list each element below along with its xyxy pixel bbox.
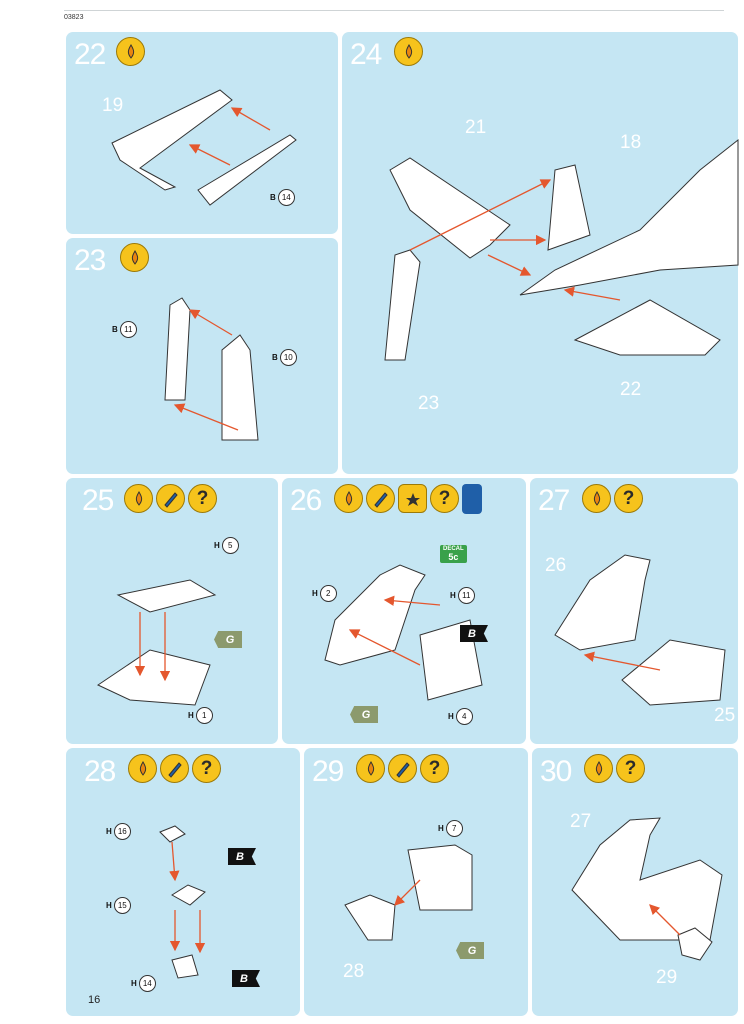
step-29-number: 29 (312, 755, 344, 788)
step-22-icons (116, 37, 145, 66)
step-28-icons: ? (128, 754, 221, 783)
fuselage-part-18 (519, 138, 739, 296)
glue-icon (394, 37, 423, 66)
cockpit-assembly-27 (571, 817, 723, 941)
question-icon: ? (616, 754, 645, 783)
paint-flag-g: G (214, 631, 242, 648)
label-27: 27 (570, 811, 592, 832)
floor-part-1 (96, 649, 211, 706)
label-23: 23 (418, 393, 440, 414)
seat-part-15 (171, 884, 206, 906)
step-30-number: 30 (540, 755, 572, 788)
step-23-number: 23 (74, 244, 106, 277)
question-icon: ? (614, 484, 643, 513)
glue-icon (584, 754, 613, 783)
question-icon: ? (188, 484, 217, 513)
tailplane-part-22 (573, 299, 721, 356)
glue-icon (582, 484, 611, 513)
panel-assembly-25 (621, 639, 726, 706)
step-25-number: 25 (82, 484, 114, 517)
glue-icon (116, 37, 145, 66)
seat-assembly-29 (677, 927, 713, 961)
paint-icon (388, 754, 417, 783)
paint-icon (160, 754, 189, 783)
aileron-part-14 (197, 134, 297, 206)
rudder-part-10 (221, 334, 259, 441)
paint-flag-g: G (456, 942, 484, 959)
paint-flag-b: B (232, 970, 260, 987)
vertical-fin (547, 164, 591, 251)
seat-part-16 (159, 825, 186, 843)
seat-part-14 (171, 954, 199, 979)
bulkhead-part-7 (407, 844, 473, 911)
step-30-icons: ? (584, 754, 645, 783)
step-22-number: 22 (74, 38, 106, 71)
rudder-part-23 (384, 249, 421, 361)
label-18: 18 (620, 132, 642, 153)
step-27-icons: ? (582, 484, 643, 513)
seat-assembly-28 (344, 894, 396, 941)
paint-flag-b: B (228, 848, 256, 865)
rudder-part-11 (164, 297, 191, 401)
question-icon: ? (192, 754, 221, 783)
label-25: 25 (714, 705, 736, 726)
glue-icon (128, 754, 157, 783)
paint-pot-icon (462, 484, 482, 514)
step-25-icons: ? (124, 484, 217, 513)
decal-icon (398, 484, 427, 513)
step-23-icons (120, 243, 149, 272)
tailplane-part-21 (389, 157, 511, 259)
glue-icon (120, 243, 149, 272)
step-24-number: 24 (350, 38, 382, 71)
step-27-number: 27 (538, 484, 570, 517)
glue-icon (334, 484, 363, 513)
glue-icon (124, 484, 153, 513)
label-22: 22 (620, 379, 642, 400)
label-26: 26 (545, 555, 567, 576)
step-26-number: 26 (290, 484, 322, 517)
panel-part-5 (116, 579, 217, 613)
question-icon: ? (430, 484, 459, 513)
page-number: 16 (88, 994, 101, 1006)
label-29: 29 (656, 967, 678, 988)
paint-icon (156, 484, 185, 513)
product-code: 03823 (64, 14, 84, 21)
top-rule (64, 10, 724, 11)
step-29-icons: ? (356, 754, 449, 783)
paint-flag-b: B (460, 625, 488, 642)
step-24-icons (394, 37, 423, 66)
paint-icon (366, 484, 395, 513)
label-28: 28 (343, 961, 365, 982)
paint-flag-g: G (350, 706, 378, 723)
label-19: 19 (102, 95, 124, 116)
step-28-number: 28 (84, 755, 116, 788)
label-21: 21 (465, 117, 487, 138)
cockpit-part-2 (324, 564, 426, 666)
question-icon: ? (420, 754, 449, 783)
step-26-icons: ? (334, 484, 482, 514)
glue-icon (356, 754, 385, 783)
wing-part-19 (111, 89, 233, 191)
cockpit-assembly-26 (554, 554, 651, 651)
